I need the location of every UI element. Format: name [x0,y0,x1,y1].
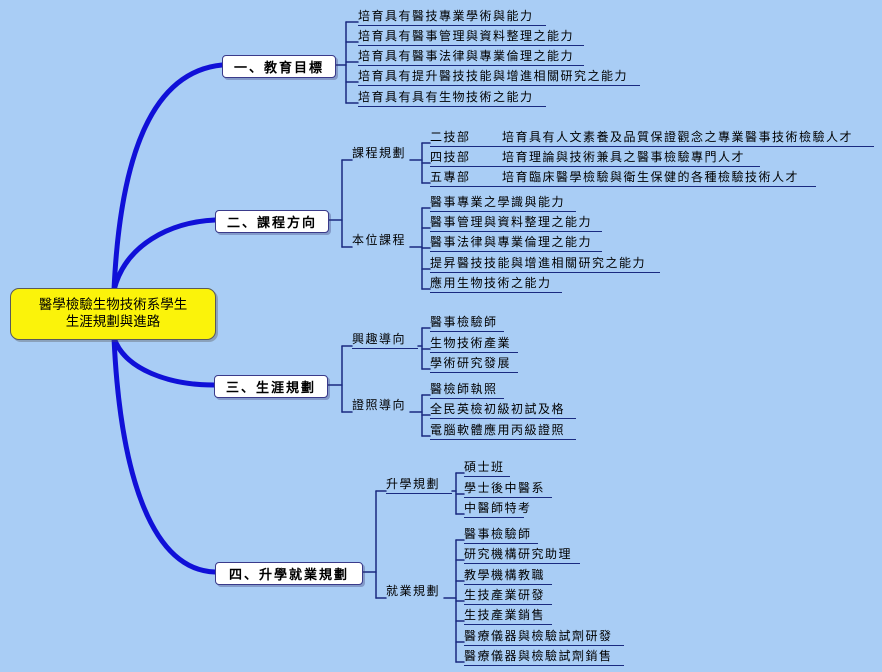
job-item[interactable]: 研究機構研究助理 [464,547,580,564]
trunk-to-branch-1 [111,62,225,293]
job-item[interactable]: 生技產業研發 [464,588,552,605]
program-desc: 培育理論與技術兼具之醫事檢驗專門人才 [502,150,746,164]
core-item[interactable]: 醫事法律與專業倫理之能力 [430,235,602,252]
interest-label[interactable]: 興趣導向 [352,332,418,349]
program-row[interactable]: 二技部 培育具有人文素養及品質保證觀念之專業醫事技術檢驗人才 [430,130,874,147]
goal-item[interactable]: 培育具有醫事管理與資料整理之能力 [358,29,584,46]
job-item[interactable]: 醫事檢驗師 [464,527,538,544]
study-item[interactable]: 中醫師特考 [464,501,530,518]
branch-title: 一、教育目標 [233,61,324,76]
program-row[interactable]: 四技部 培育理論與技術兼具之醫事檢驗專門人才 [430,150,760,167]
study-item[interactable]: 學士後中醫系 [464,481,552,498]
goal-item[interactable]: 培育具有具有生物技術之能力 [358,90,546,107]
goal-item[interactable]: 培育具有提升醫技技能與增進相關研究之能力 [358,69,640,86]
program-name: 五專部 [430,170,471,184]
goal-item[interactable]: 培育具有醫技專業學術與能力 [358,9,546,26]
branch-education-goals[interactable]: 一、教育目標 [222,55,336,78]
curriculum-planning-label[interactable]: 課程規劃 [352,146,407,160]
root-node[interactable]: 醫學檢驗生物技術系學生 生涯規劃與進路 [10,288,216,340]
core-item[interactable]: 醫事專業之學識與能力 [430,195,576,212]
program-desc: 培育臨床醫學檢驗與衛生保健的各種檢驗技術人才 [502,170,800,184]
root-title-line2: 生涯規劃與進路 [65,314,161,330]
program-desc: 培育具有人文素養及品質保證觀念之專業醫事技術檢驗人才 [502,130,854,144]
employment-planning-label[interactable]: 就業規劃 [386,584,441,598]
core-item[interactable]: 醫事管理與資料整理之能力 [430,215,602,232]
license-label[interactable]: 證照導向 [352,398,407,412]
job-item[interactable]: 醫療儀器與檢驗試劑研發 [464,629,624,646]
job-item[interactable]: 生技產業銷售 [464,608,552,625]
branch-title: 三、生涯規劃 [225,381,316,396]
interest-item[interactable]: 學術研究發展 [430,356,518,373]
core-item[interactable]: 應用生物技術之能力 [430,276,562,293]
branch-title: 四、升學就業規劃 [228,568,349,583]
trunk-to-branch-3 [111,335,217,388]
branch-career[interactable]: 三、生涯規劃 [214,375,328,398]
branch-title: 二、課程方向 [226,216,317,231]
program-row[interactable]: 五專部 培育臨床醫學檢驗與衛生保健的各種檢驗技術人才 [430,170,816,187]
job-item[interactable]: 醫療儀器與檢驗試劑銷售 [464,649,624,666]
trunk-to-branch-4 [111,335,218,575]
program-name: 四技部 [430,150,471,164]
branch-curriculum[interactable]: 二、課程方向 [215,210,329,233]
study-item[interactable]: 碩士班 [464,460,510,477]
root-title-line1: 醫學檢驗生物技術系學生 [38,297,188,313]
license-item[interactable]: 醫檢師執照 [430,382,504,399]
job-item[interactable]: 教學機構教職 [464,568,552,585]
license-item[interactable]: 全民英檢初級初試及格 [430,402,576,419]
trunk-to-branch-2 [111,217,218,293]
core-curriculum-label[interactable]: 本位課程 [352,233,407,247]
license-item[interactable]: 電腦軟體應用丙級證照 [430,423,576,440]
goal-item[interactable]: 培育具有醫事法律與專業倫理之能力 [358,49,584,66]
program-name: 二技部 [430,130,471,144]
study-planning-label[interactable]: 升學規劃 [386,477,452,494]
branch-further-study-employment[interactable]: 四、升學就業規劃 [215,562,363,585]
interest-item[interactable]: 醫事檢驗師 [430,315,504,332]
interest-item[interactable]: 生物技術產業 [430,336,518,353]
core-item[interactable]: 提昇醫技技能與增進相關研究之能力 [430,256,660,273]
